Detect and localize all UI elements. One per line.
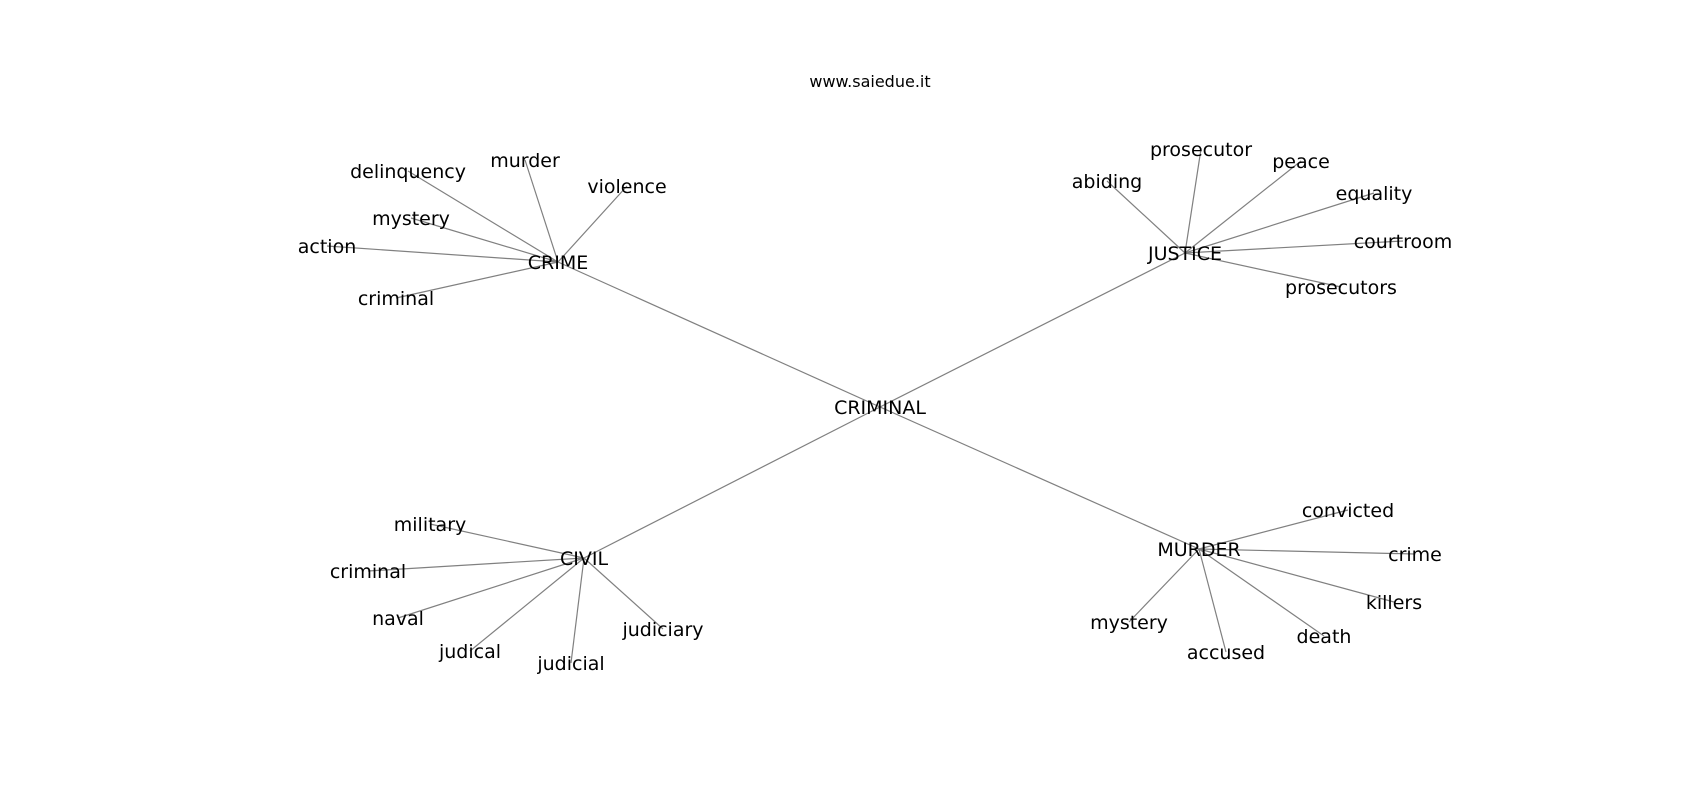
- leaf-node-murder-mystery: mystery: [1090, 612, 1168, 634]
- leaf-node-crime-criminal: criminal: [358, 288, 434, 310]
- edge-justice-to-prosecutor: [1184, 148, 1202, 254]
- edge-murder-to-crime: [1198, 548, 1416, 555]
- edge-civil-to-criminal: [367, 557, 585, 572]
- edge-crime-to-murder: [524, 159, 559, 263]
- edges-layer: [326, 148, 1416, 664]
- edge-crime-to-mystery: [410, 217, 559, 263]
- labels-layer: www.saiedue.it CRIMINAL CRIME delinquency m…: [298, 72, 1453, 675]
- edge-civil-to-military: [429, 523, 585, 559]
- edge-murder-to-convicted: [1198, 509, 1349, 550]
- leaf-node-murder-convicted: convicted: [1302, 500, 1394, 522]
- edge-civil-to-judical: [469, 557, 585, 652]
- edge-center-to-civil: [583, 406, 881, 559]
- leaf-node-crime-action: action: [298, 236, 356, 258]
- leaf-node-justice-courtroom: courtroom: [1354, 231, 1453, 253]
- edge-justice-to-equality: [1184, 192, 1375, 254]
- leaf-node-murder-accused: accused: [1187, 642, 1265, 664]
- leaf-node-civil-judicial: judicial: [536, 653, 604, 675]
- leaf-node-justice-equality: equality: [1336, 183, 1413, 205]
- edge-crime-to-violence: [557, 185, 628, 263]
- leaf-node-civil-criminal: criminal: [330, 561, 406, 583]
- edge-justice-to-prosecutors: [1184, 252, 1342, 288]
- edge-murder-to-death: [1198, 548, 1325, 637]
- hub-node-crime: CRIME: [528, 252, 588, 274]
- leaf-node-justice-prosecutor: prosecutor: [1150, 139, 1252, 161]
- leaf-node-murder-death: death: [1297, 626, 1352, 648]
- edge-justice-to-courtroom: [1184, 240, 1404, 254]
- edge-murder-to-mystery: [1128, 548, 1200, 623]
- hub-node-justice: JUSTICE: [1147, 243, 1222, 265]
- leaf-node-justice-peace: peace: [1272, 151, 1330, 173]
- leaf-node-crime-violence: violence: [587, 176, 666, 198]
- leaf-node-crime-mystery: mystery: [372, 208, 450, 230]
- leaf-node-civil-military: military: [394, 514, 467, 536]
- edge-civil-to-judicial: [570, 557, 585, 664]
- edge-justice-to-peace: [1184, 160, 1302, 254]
- edge-murder-to-killers: [1198, 548, 1395, 603]
- leaf-node-murder-crime: crime: [1388, 544, 1442, 566]
- leaf-node-justice-prosecutors: prosecutors: [1285, 277, 1397, 299]
- source-watermark: www.saiedue.it: [809, 72, 930, 91]
- edge-murder-to-accused: [1198, 548, 1227, 653]
- edge-crime-to-action: [326, 245, 559, 263]
- edge-civil-to-naval: [397, 557, 585, 619]
- edge-civil-to-judiciary: [583, 557, 664, 630]
- edge-center-to-murder: [879, 406, 1200, 550]
- hub-node-civil: CIVIL: [560, 548, 608, 570]
- edge-center-to-crime: [557, 261, 881, 408]
- edge-justice-to-abiding: [1106, 180, 1186, 254]
- center-node-label: CRIMINAL: [834, 397, 926, 419]
- leaf-node-civil-judiciary: judiciary: [621, 619, 703, 641]
- leaf-node-crime-delinquency: delinquency: [350, 161, 466, 183]
- leaf-node-justice-abiding: abiding: [1072, 171, 1142, 193]
- edge-center-to-justice: [879, 252, 1186, 408]
- leaf-node-crime-murder: murder: [490, 150, 560, 172]
- edge-crime-to-delinquency: [407, 170, 559, 263]
- hub-node-murder: MURDER: [1157, 539, 1240, 561]
- leaf-node-civil-naval: naval: [372, 608, 424, 630]
- edge-crime-to-criminal: [395, 261, 559, 299]
- leaf-node-civil-judical: judical: [438, 641, 501, 663]
- leaf-node-murder-killers: killers: [1366, 592, 1422, 614]
